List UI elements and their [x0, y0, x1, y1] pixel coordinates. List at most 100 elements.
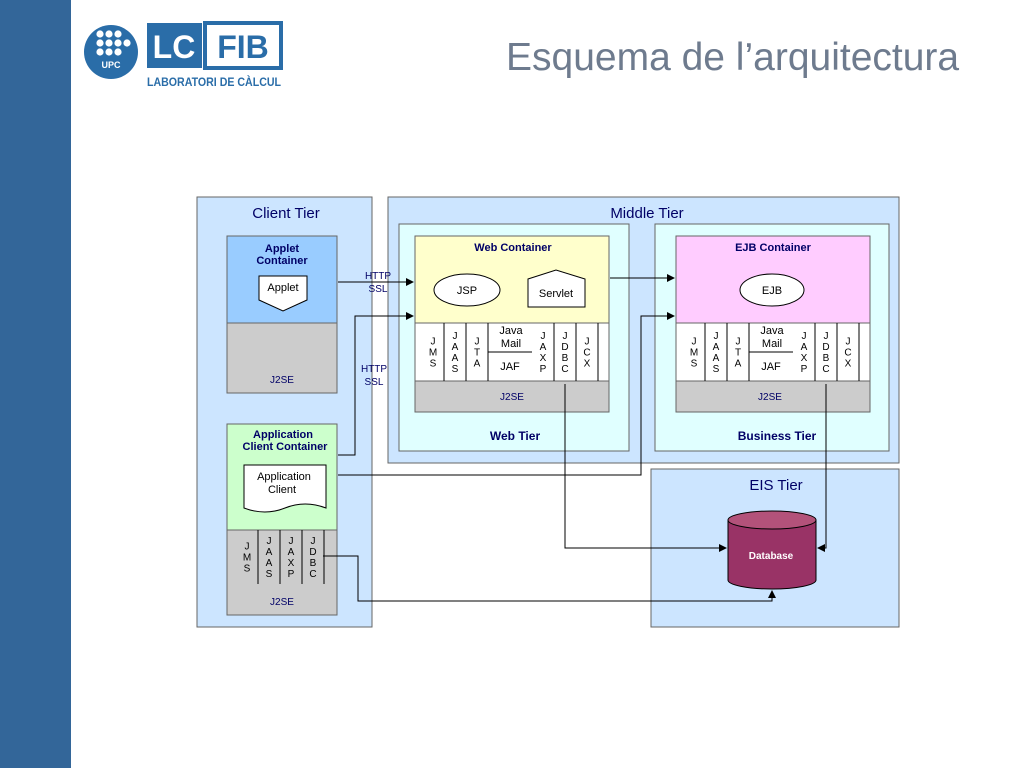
api-jaxp-letter: A — [801, 342, 808, 353]
api-jta-letter: T — [474, 348, 480, 359]
api-jdbc-letter: D — [822, 342, 829, 353]
jsp-label: JSP — [457, 285, 477, 297]
api-jcx-letter: J — [585, 337, 590, 348]
jsp-shape — [433, 273, 501, 307]
api-jta-letter: A — [735, 359, 742, 370]
lc-box — [147, 23, 202, 68]
api-jta-letter: J — [736, 337, 741, 348]
api-jaxp-letter: J — [541, 331, 546, 342]
api-jdbc-letter: J — [563, 331, 568, 342]
ejb-javamail-label-2: Mail — [762, 338, 782, 350]
applet-container-title-1: Applet — [265, 243, 300, 255]
web-container-title: Web Container — [474, 242, 552, 254]
ejb-label: EJB — [762, 285, 782, 297]
api-jcx-letter: X — [845, 359, 852, 370]
client-tier-title: Client Tier — [252, 205, 320, 222]
api-jaxp-letter: P — [288, 569, 295, 580]
app-client-container-title-2: Client Container — [243, 441, 329, 453]
sidebar-bar — [0, 0, 71, 768]
api-jaxp-letter: A — [540, 342, 547, 353]
http-ssl-bottom-2: SSL — [365, 377, 384, 388]
lc-text: LC — [153, 29, 196, 65]
applet-container-title-2: Container — [256, 255, 308, 267]
api-jaas-letter: S — [452, 364, 459, 375]
api-jta-letter: J — [475, 337, 480, 348]
ejb-javamail-label-1: Java — [760, 325, 784, 337]
api-jms-letter: M — [690, 348, 698, 359]
api-jaas-letter: S — [713, 364, 720, 375]
application-client-label-2: Client — [268, 484, 296, 496]
middle-tier-title: Middle Tier — [610, 205, 683, 222]
app-client-container-title-1: Application — [253, 429, 313, 441]
eis-tier-title: EIS Tier — [749, 477, 802, 494]
web-j2se-label: J2SE — [500, 392, 524, 403]
web-tier-label: Web Tier — [490, 429, 541, 443]
api-jaxp-letter: J — [289, 536, 294, 547]
api-jdbc-letter: C — [561, 364, 568, 375]
api-jms-letter: J — [431, 337, 436, 348]
applet-j2se-label: J2SE — [270, 375, 294, 386]
api-jaxp-letter: X — [288, 558, 295, 569]
upc-seal-dots — [96, 30, 131, 56]
api-jdbc-letter: J — [311, 536, 316, 547]
api-jaxp-letter: P — [801, 364, 808, 375]
connector-appclient-to-web — [338, 312, 414, 456]
api-jaas-letter: A — [713, 342, 720, 353]
connector-web-jdbc-to-database — [564, 384, 727, 552]
api-jaxp-letter: X — [540, 353, 547, 364]
connector-appclient-jdbc-to-database — [323, 555, 776, 602]
servlet-shape — [527, 269, 586, 308]
connector-appclient-to-ejb — [338, 312, 675, 476]
api-jaas-letter: J — [267, 536, 272, 547]
api-jaas-letter: A — [713, 353, 720, 364]
api-jdbc-letter: B — [310, 558, 317, 569]
api-jaas-letter: A — [266, 547, 273, 558]
api-jms-letter: M — [243, 553, 251, 564]
api-jta-letter: T — [735, 348, 741, 359]
database-body-cover — [728, 520, 816, 580]
ejb-shape — [739, 273, 805, 307]
upc-seal-text: UPC — [101, 60, 121, 70]
api-jta-letter: A — [474, 359, 481, 370]
database-top — [727, 510, 817, 530]
applet-j2se-box — [226, 322, 338, 394]
ejb-jaf-label: JAF — [761, 361, 781, 373]
web-jaf-label: JAF — [500, 361, 520, 373]
applet-shape — [258, 275, 308, 312]
http-ssl-top-1: HTTP — [365, 271, 391, 282]
api-jdbc-letter: D — [309, 547, 316, 558]
upc-lcfib-logo: UPC LC FIB LABORATORI DE CÀLCUL — [84, 21, 283, 89]
api-jcx-letter: C — [583, 348, 590, 359]
api-jcx-letter: C — [844, 348, 851, 359]
api-jms-letter: S — [244, 564, 251, 575]
servlet-label: Servlet — [539, 288, 573, 300]
application-client-label-1: Application — [257, 471, 311, 483]
api-jaxp-letter: X — [801, 353, 808, 364]
web-j2se-box — [414, 380, 610, 413]
api-jaas-letter: S — [266, 569, 273, 580]
applet-label: Applet — [267, 282, 298, 294]
database-cylinder — [727, 510, 817, 590]
api-jms-letter: S — [691, 359, 698, 370]
api-jaas-letter: A — [452, 353, 459, 364]
api-jms-letter: S — [430, 359, 437, 370]
ejb-container-title: EJB Container — [735, 242, 812, 254]
api-jaxp-letter: J — [802, 331, 807, 342]
api-jaas-letter: J — [714, 331, 719, 342]
api-jdbc-letter: J — [824, 331, 829, 342]
api-jaas-letter: A — [452, 342, 459, 353]
web-javamail-label-1: Java — [499, 325, 523, 337]
application-client-shape — [243, 464, 327, 513]
api-jms-letter: M — [429, 348, 437, 359]
api-jdbc-letter: C — [822, 364, 829, 375]
business-tier-label: Business Tier — [738, 429, 817, 443]
fib-box — [203, 21, 283, 70]
app-client-j2se-label: J2SE — [270, 597, 294, 608]
api-jaxp-letter: P — [540, 364, 547, 375]
ejb-j2se-label: J2SE — [758, 392, 782, 403]
web-javamail-label-2: Mail — [501, 338, 521, 350]
